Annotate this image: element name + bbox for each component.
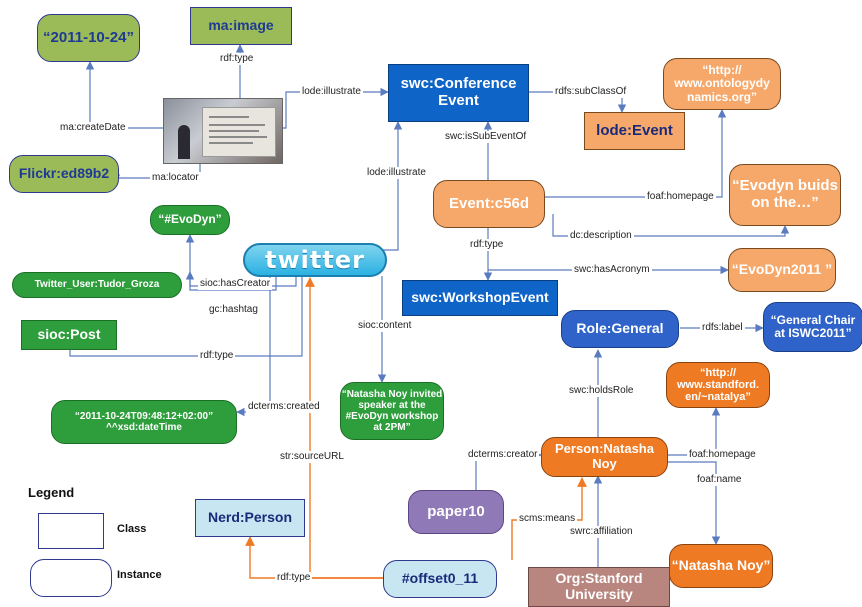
node-org-stanford: Org:Stanford University bbox=[528, 567, 670, 607]
edge-rdf-type-nerd bbox=[245, 536, 383, 579]
edge-foaf-homepage-1 bbox=[545, 109, 727, 198]
edge-dcterms-created bbox=[236, 276, 271, 417]
label-foaf-name: foaf:name bbox=[695, 474, 744, 486]
edge-lode-illustrate-2 bbox=[382, 121, 403, 251]
label-dcterms-creator: dcterms:creator bbox=[466, 449, 540, 461]
label-swc-hasacronym: swc:hasAcronym bbox=[572, 264, 652, 276]
label-gc-hashtag: gc:hashtag bbox=[207, 304, 260, 316]
node-hash-evodyn: “#EvoDyn” bbox=[150, 205, 230, 235]
node-date-2011: “2011-10-24” bbox=[37, 14, 140, 62]
legend-title: Legend bbox=[28, 485, 75, 500]
label-dcterms-created: dcterms:created bbox=[246, 401, 322, 413]
label-rdf-type-event: rdf:type bbox=[468, 239, 506, 251]
label-foaf-homepage-2: foaf:homepage bbox=[687, 449, 758, 461]
label-lode-illustrate-2: lode:illustrate bbox=[365, 167, 428, 179]
legend-class-swatch bbox=[38, 513, 104, 549]
label-sioc-hascreator: sioc:hasCreator bbox=[198, 278, 273, 290]
edge-foaf-name bbox=[668, 461, 721, 545]
label-rdfs-label: rdfs:label bbox=[700, 322, 745, 334]
label-ma-locator: ma:locator bbox=[150, 172, 201, 184]
node-datetime: “2011-10-24T09:48:12+02:00” ^^xsd:dateTi… bbox=[51, 400, 237, 444]
edge-foaf-homepage-2 bbox=[668, 407, 721, 456]
legend-instance-label: Instance bbox=[117, 569, 162, 581]
node-natasha-name: “Natasha Noy” bbox=[669, 544, 773, 588]
node-event-c56d: Event:c56d bbox=[433, 180, 545, 228]
node-lode-event: lode:Event bbox=[584, 112, 685, 150]
node-person-natasha: Person:Natasha Noy bbox=[541, 437, 668, 477]
twitter-logo-icon: twitter bbox=[243, 243, 387, 277]
node-evodyn-builds: “Evodyn buids on the…” bbox=[729, 164, 841, 226]
edge-ma-createdate bbox=[85, 61, 163, 129]
node-twitter-user: Twitter_User:Tudor_Groza bbox=[12, 272, 182, 298]
conference-photo-image bbox=[163, 98, 283, 164]
label-rdf-type-post: rdf:type bbox=[198, 350, 236, 362]
node-ma-image: ma:image bbox=[190, 7, 292, 45]
node-offset: #offset0_11 bbox=[383, 560, 497, 598]
node-paper10: paper10 bbox=[408, 490, 504, 534]
legend-class-label: Class bbox=[117, 523, 147, 535]
edge-dc-description bbox=[552, 214, 790, 237]
node-role-general: Role:General bbox=[561, 310, 679, 348]
speaker-figure bbox=[178, 125, 190, 159]
label-dc-description: dc:description bbox=[568, 230, 634, 242]
label-lode-illustrate-1: lode:illustrate bbox=[300, 86, 363, 98]
node-flickr: Flickr:ed89b2 bbox=[9, 155, 119, 193]
node-swc-conference-event: swc:Conference Event bbox=[388, 64, 529, 122]
edge-gc-hashtag bbox=[185, 234, 277, 291]
node-sioc-post: sioc:Post bbox=[21, 320, 117, 350]
label-ma-createdate: ma:createDate bbox=[58, 122, 128, 134]
label-rdfs-subclassof: rdfs:subClassOf bbox=[553, 86, 629, 98]
node-natasha-tweet: “Natasha Noy invited speaker at the #Evo… bbox=[340, 382, 444, 440]
node-workshop-event: swc:WorkshopEvent bbox=[402, 280, 558, 316]
label-rdf-type-image: rdf:type bbox=[218, 53, 256, 65]
slide-screen bbox=[202, 107, 276, 157]
node-stanford-url: “http:// www.standford. en/~natalya” bbox=[666, 362, 770, 408]
label-rdf-type-nerd: rdf:type bbox=[275, 572, 313, 584]
label-scms-means: scms:means bbox=[517, 513, 578, 525]
label-str-sourceurl: str:sourceURL bbox=[278, 451, 346, 463]
node-ontodyn-url: “http:// www.ontologydy namics.org” bbox=[663, 58, 781, 110]
legend-instance-swatch bbox=[30, 559, 112, 597]
label-foaf-homepage-1: foaf:homepage bbox=[645, 191, 716, 203]
label-swc-issubeventof: swc:isSubEventOf bbox=[443, 131, 529, 143]
node-nerd-person: Nerd:Person bbox=[195, 499, 305, 537]
label-swc-holdsrole: swc:holdsRole bbox=[567, 385, 636, 397]
node-general-chair: “General Chair at ISWC2011” bbox=[763, 302, 862, 352]
node-evodyn2011: “EvoDyn2011 ” bbox=[728, 248, 836, 292]
label-swrc-affiliation: swrc:affiliation bbox=[568, 526, 635, 538]
label-sioc-content: sioc:content bbox=[356, 320, 414, 332]
